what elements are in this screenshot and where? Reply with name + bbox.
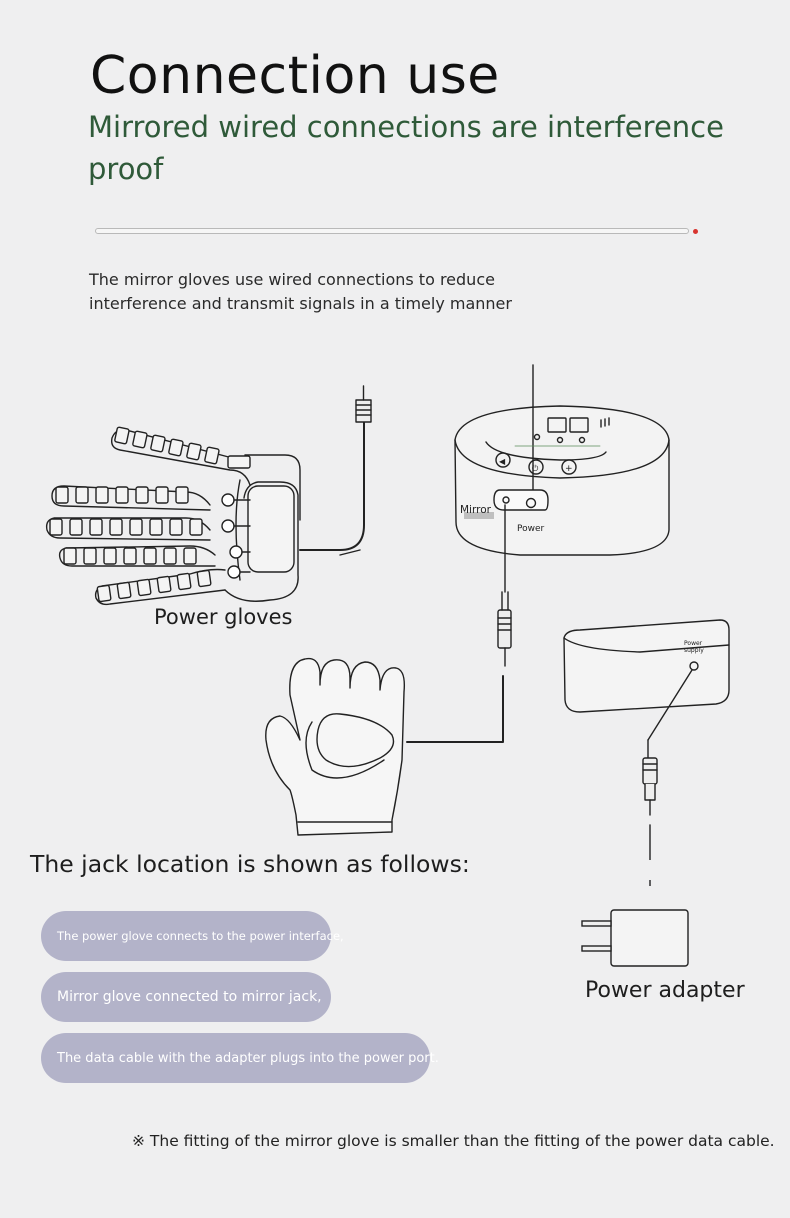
intro-text: The mirror gloves use wired connections … [89, 270, 512, 313]
divider-dot [693, 229, 698, 234]
connection-diagram: Power gloves ◀ ⏻ + Mirror Power [45, 364, 730, 860]
footnote: ※ The fitting of the mirror glove is sma… [132, 1132, 775, 1150]
power-supply-illustration [563, 619, 730, 741]
mirror-jack-label: Mirror [460, 504, 492, 516]
power-adapter-label: Power adapter [585, 978, 745, 1003]
power-gloves-label: Power gloves [154, 605, 292, 629]
jack-item-power-glove: The power glove connects to the power in… [41, 911, 344, 961]
power-jack-label: Power [517, 524, 545, 534]
mirror-glove-illustration [265, 657, 406, 836]
svg-text:◀: ◀ [499, 457, 506, 466]
adapter-cable-connector [642, 739, 658, 860]
power-adapter-icon [581, 880, 689, 967]
jack-item-mirror-glove: Mirror glove connected to mirror jack, [41, 972, 331, 1022]
page-subtitle: Mirrored wired connections are interfere… [88, 110, 724, 186]
power-supply-label-line1: Power [684, 640, 703, 647]
svg-text:⏻: ⏻ [532, 464, 539, 473]
jack-item-data-cable: The data cable with the adapter plugs in… [41, 1033, 439, 1083]
divider-bar [95, 228, 689, 234]
page-title: Connection use [90, 46, 500, 106]
mirror-cable-connector [497, 591, 512, 667]
power-glove-illustration [45, 385, 372, 606]
power-supply-label-line2: supply [684, 647, 704, 654]
svg-text:+: + [565, 464, 573, 474]
controller-device-illustration: ◀ ⏻ + [454, 364, 670, 556]
jack-location-heading: The jack location is shown as follows: [30, 850, 470, 878]
